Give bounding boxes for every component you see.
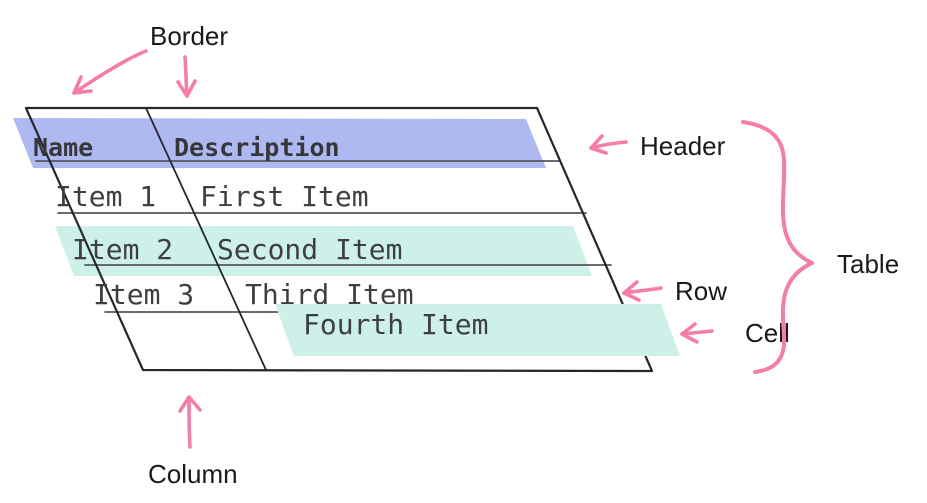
border-arrow-left-line — [72, 49, 148, 95]
column-separator — [145, 107, 267, 371]
table-grid-lines — [35, 160, 633, 313]
border-arrow-down-head — [176, 79, 197, 98]
column-arrow-head — [178, 395, 202, 413]
table-brace — [741, 120, 814, 374]
annotation-column: Column — [148, 459, 238, 489]
pink-annotations — [72, 49, 814, 449]
column-arrow-line — [187, 396, 192, 449]
table-outer-border — [24, 106, 654, 373]
cell-third-item: Third Item — [245, 278, 414, 311]
header-arrow-head — [589, 134, 608, 155]
cell-item-3: Item 3 — [93, 278, 195, 311]
annotation-row: Row — [675, 276, 728, 306]
cell-second-item: Second Item — [217, 233, 403, 266]
annotation-header: Header — [640, 131, 726, 161]
table-header-cell-description: Description — [174, 133, 340, 162]
annotation-border: Border — [150, 21, 229, 51]
header-highlight — [13, 118, 546, 168]
cell-item-1: Item 1 — [55, 180, 157, 213]
cell-fourth-item: Fourth Item — [303, 308, 489, 341]
row-highlight — [55, 226, 592, 276]
row-arrow-head — [622, 280, 641, 302]
cell-highlight — [275, 304, 680, 356]
cell-first-item: First Item — [200, 180, 369, 213]
cell-arrow-head — [680, 322, 699, 344]
annotation-table: Table — [837, 249, 900, 279]
table-header-cell-name: Name — [33, 133, 94, 162]
border-arrow-left-head — [72, 75, 93, 95]
table-border-lines — [24, 106, 654, 373]
cell-item-2: Item 2 — [72, 233, 174, 266]
